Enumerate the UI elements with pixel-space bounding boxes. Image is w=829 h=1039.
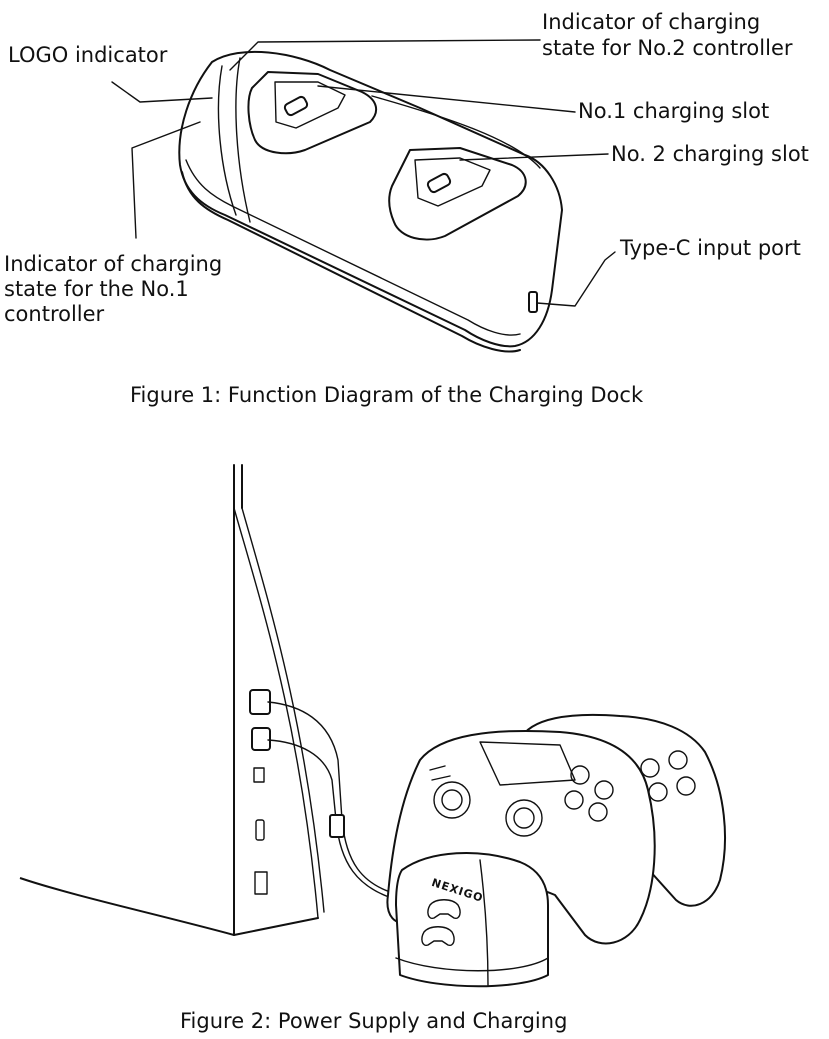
dock-base-rim xyxy=(181,171,521,353)
charging-dock-illustration xyxy=(111,39,616,353)
controller-icon-2 xyxy=(421,926,455,946)
usb-port-2 xyxy=(251,727,271,751)
label-logo-indicator: LOGO indicator xyxy=(8,43,168,67)
label-indicator-no2-line1: Indicator of charging xyxy=(542,10,761,34)
label-typec: Type-C input port xyxy=(620,236,801,260)
hdmi-port xyxy=(255,819,265,841)
controller-icon-1 xyxy=(427,899,461,919)
usb-port-1 xyxy=(249,689,271,715)
label-slot1: No.1 charging slot xyxy=(578,99,770,123)
label-slot2: No. 2 charging slot xyxy=(611,142,809,166)
label-indicator-no2: Indicator of charging state for No.2 con… xyxy=(542,9,793,61)
label-indicator-no2-line2: state for No.2 controller xyxy=(542,36,793,60)
type-c-port xyxy=(528,291,538,313)
label-indicator-no1-line1: Indicator of charging xyxy=(4,252,223,276)
leader-logo xyxy=(111,81,213,103)
charging-dock xyxy=(395,851,549,988)
game-console xyxy=(19,464,325,936)
cable-connector xyxy=(329,814,345,838)
label-indicator-no1-line2: state for the No.1 xyxy=(4,277,189,301)
label-indicator-no1: Indicator of charging state for the No.1… xyxy=(4,252,222,327)
charging-slot-1 xyxy=(247,71,378,155)
leader-indicator-no1 xyxy=(131,121,201,239)
leader-slot2 xyxy=(459,153,609,161)
leader-slot1 xyxy=(317,85,576,113)
logo-band xyxy=(217,65,237,216)
leader-typec xyxy=(536,251,616,307)
usb-cable xyxy=(267,701,401,896)
figure-2-caption: Figure 2: Power Supply and Charging xyxy=(180,1009,568,1033)
leader-indicator-no2 xyxy=(229,39,541,71)
figure-1-caption: Figure 1: Function Diagram of the Chargi… xyxy=(130,383,644,407)
ethernet-port xyxy=(253,767,265,783)
power-port xyxy=(254,871,268,895)
label-indicator-no1-line3: controller xyxy=(4,302,105,326)
charging-slot-2 xyxy=(388,147,527,241)
